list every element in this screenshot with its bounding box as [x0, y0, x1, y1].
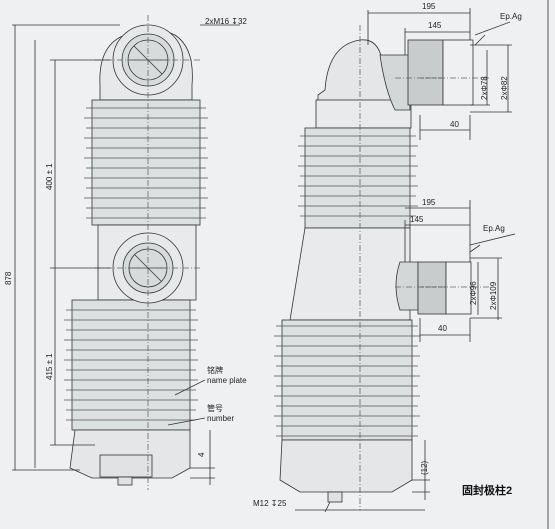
dim-12-label: (12): [420, 460, 429, 475]
right-upper-terminal-section: [379, 39, 474, 111]
top-dia-82-label: 2xΦ82: [500, 76, 509, 100]
dim-total-label: 878: [4, 271, 13, 285]
nameplate-en-label: name plate: [207, 376, 247, 385]
mid-dim-145-label: 145: [410, 215, 424, 224]
mid-dia-109-label: 2xΦ109: [489, 281, 498, 310]
top-thread-label: 2xM16 ↧32: [205, 17, 247, 26]
top-dia-78-label: 2xΦ78: [480, 76, 489, 100]
top-ep-label: Ep.Ag: [500, 12, 522, 21]
bottom-thread-label: M12 ↧25: [253, 499, 287, 508]
left-insulator-body: [69, 28, 201, 486]
right-middle-terminal-section: [395, 261, 472, 315]
dim-upper-label: 400 ± 1: [45, 163, 54, 190]
dim-lower-label: 415 ± 1: [45, 353, 54, 380]
right-middle-dimensions: [404, 200, 516, 342]
right-bottom-dimensions: [295, 440, 430, 513]
right-sheds: [274, 135, 420, 437]
mid-dim-40-label: 40: [438, 324, 447, 333]
left-sheds: [64, 107, 208, 421]
right-top-dimensions: [367, 8, 512, 140]
right-insulator-body: [279, 39, 413, 503]
top-dim-40-label: 40: [450, 120, 459, 129]
dim-base-label: 4: [197, 452, 206, 457]
left-dimensions: [12, 24, 240, 485]
nameplate-cn-label: 铭牌: [207, 366, 223, 375]
number-en-label: number: [207, 414, 235, 423]
top-dim-145-label: 145: [428, 21, 442, 30]
mid-ep-label: Ep.Ag: [483, 224, 505, 233]
mid-dim-195-label: 195: [422, 198, 436, 207]
top-dim-195-label: 195: [422, 2, 436, 11]
caption: 固封极柱2: [462, 485, 513, 497]
number-cn-label: 管号: [207, 404, 223, 413]
mid-dia-96-label: 2xΦ96: [469, 281, 478, 305]
